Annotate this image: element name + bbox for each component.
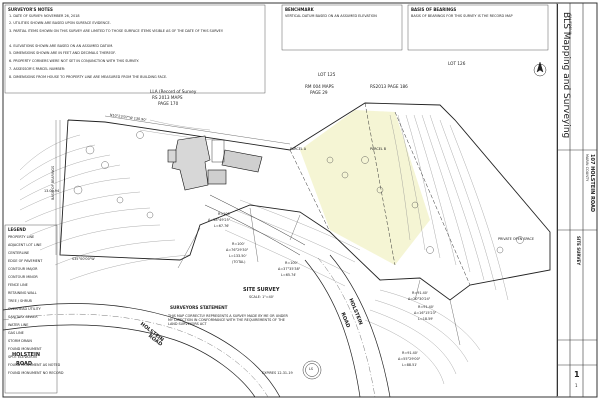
legend-item: FOUND MONUMENT [8, 347, 42, 351]
rm004-page-label: PAGE 29 [310, 90, 328, 95]
basis-of-bearings-label: BASIS OF BEARINGS [51, 165, 55, 200]
legend-item: CONTOUR MAJOR [8, 267, 38, 271]
curve-5-delta: Δ=16°15'23" [414, 311, 437, 315]
note-6: 6. PROPERTY CORNERS WERE NOT SET IN CONJ… [9, 59, 139, 63]
basis-title: BASIS OF BEARINGS [411, 7, 457, 12]
note-2: 2. UTILITIES SHOWN ARE BASED UPON SURFAC… [9, 21, 111, 25]
note-7: 7. ASSESSOR'S PARCEL NUMBER: [9, 67, 66, 71]
curve-3-length: L=65.74' [281, 273, 297, 277]
curve-1-length: L=67.76' [214, 224, 230, 228]
sheet-number: 1 [574, 370, 580, 379]
note-3: 3. PARTIAL ITEMS SHOWN ON THIS SURVEY AR… [9, 29, 224, 33]
seal-text: LS [309, 367, 314, 371]
legend-item: CENTERLINE [8, 251, 30, 255]
benchmark-box [281, 4, 403, 51]
holstein-road-label-2b: ROAD [16, 361, 32, 367]
state-name: CALIFORNIA [568, 14, 572, 36]
curve-5-radius: R=91.40' [418, 305, 434, 309]
holstein-road [2, 254, 391, 398]
curve-4-delta: Δ=20°30'24" [408, 297, 431, 301]
basis-text: BASIS OF BEARINGS FOR THIS SURVEY IS THE… [411, 14, 513, 18]
legend-item: STORM DRAIN [8, 339, 32, 343]
legend-item: WATER LINE [8, 323, 29, 327]
curve-6-delta: Δ=55°29'00" [398, 357, 421, 361]
note-4: 4. ELEVATIONS SHOWN ARE BASED ON AN ASSU… [9, 44, 114, 48]
parcel-lines [289, 102, 471, 286]
curve-2-length: L=133.50' [229, 254, 247, 258]
curve-6-length: L=88.51' [402, 363, 418, 367]
curve-2-radius: R=100' [232, 242, 245, 246]
tree-symbols [73, 131, 524, 254]
leader-lines [55, 115, 461, 346]
lla-map-label: RS 2013 MAPS [152, 95, 183, 100]
lla-label: LLA (Record of Survey [150, 89, 197, 94]
curve-3-radius: R=100' [285, 261, 298, 265]
bearing-west-line: 13.05.94 [44, 189, 60, 193]
deck [211, 139, 225, 163]
rm004-label: RM 004 MAPS [305, 84, 334, 89]
legend-title: LEGEND [8, 227, 26, 232]
note-5: 5. DIMENSIONS SHOWN ARE IN FEET AND DECI… [9, 51, 116, 55]
note-8: 8. DIMENSIONS FROM HOUSE TO PROPERTY LIN… [9, 75, 168, 79]
legend-box [4, 224, 58, 394]
legend-item: FOUND MONUMENT AS NOTED [8, 363, 61, 367]
legend-item: SANITARY SEWER [8, 315, 38, 319]
north-arrow-icon [533, 61, 547, 77]
legend-item: FENCE LINE [8, 283, 28, 287]
benchmark-text: VERTICAL DATUM BASED ON AN ASSUMED ELEVA… [285, 14, 377, 18]
rs2013-label: RS2013 PAGE 186 [370, 84, 408, 89]
site-survey-title: SITE SURVEY [243, 287, 280, 293]
legend-item: TREE / SHRUB [8, 299, 32, 303]
license-expiration: EXPIRES 12-31-19 [262, 371, 293, 375]
surveyors-statement-text: THIS MAP CORRECTLY REPRESENTS A SURVEY M… [168, 314, 288, 327]
note-1: 1. DATE OF SURVEY: NOVEMBER 26, 2018 [9, 14, 80, 18]
curve-1-radius: R=100' [218, 212, 231, 216]
site-survey-scale: SCALE: 1"=40' [249, 295, 274, 299]
curve-2-total: (TOTAL) [232, 260, 246, 264]
parcel-a-label: PARCEL A [290, 147, 307, 151]
road-centerline [2, 257, 376, 398]
sheet-of: 1 [575, 383, 578, 388]
contour-lines [19, 114, 509, 385]
legend-item: RETAINING WALL [8, 291, 37, 295]
sheet-type: SITE SURVEY [576, 236, 581, 266]
property-boundary [59, 102, 551, 301]
building-main [167, 135, 211, 191]
property-address: 107 HOLSTEIN ROAD [589, 154, 595, 212]
benchmark-title: BENCHMARK [285, 7, 314, 12]
title-block: BLS Mapping and Surveying 107 HOLSTEIN R… [557, 4, 597, 396]
legend-item: OVERHEAD UTILITY [8, 307, 41, 311]
legend-item: ADJACENT LOT LINE [8, 243, 42, 247]
curve-3-delta: Δ=37°35'38" [278, 267, 301, 271]
legend-item: GAS LINE [8, 331, 24, 335]
curve-2-delta: Δ=76°29'30" [226, 248, 249, 252]
bearing-south-line: S35°00'00"W [72, 257, 95, 261]
holstein-road-label-2: HOLSTEIN [12, 352, 41, 358]
surveyor-seal-icon [302, 360, 322, 380]
county-name: MARIN COUNTY [585, 154, 589, 182]
legend-item: EDGE OF PAVEMENT [8, 259, 43, 263]
curve-4-radius: R=91.40' [412, 291, 428, 295]
parcel-b-shading [300, 110, 430, 265]
lot-126-label: LOT 126 [448, 61, 466, 66]
legend-item: SPOT ELEVATION [8, 355, 37, 359]
lot-125-label: LOT 125 [318, 72, 336, 77]
lla-page-label: PAGE 170 [158, 101, 179, 106]
notes-box [4, 4, 266, 94]
surveyors-statement-title: SURVEYORS STATEMENT [170, 305, 228, 310]
private-open-space-label: PRIVATE OPEN SPACE [498, 237, 535, 241]
curve-6-radius: R=91.40' [402, 351, 418, 355]
building-secondary [207, 149, 263, 185]
notes-title: SURVEYOR'S NOTES [8, 7, 53, 12]
legend-item: FOUND MONUMENT NO RECORD [8, 371, 64, 375]
basis-box [407, 4, 549, 51]
legend-item: PROPERTY LINE [8, 235, 35, 239]
curve-5-length: L=18.59' [418, 317, 434, 321]
legend-item: CONTOUR MINOR [8, 275, 38, 279]
curve-1-delta: Δ=38°49'25" [208, 218, 231, 222]
parcel-b-label: PARCEL B [370, 147, 387, 151]
